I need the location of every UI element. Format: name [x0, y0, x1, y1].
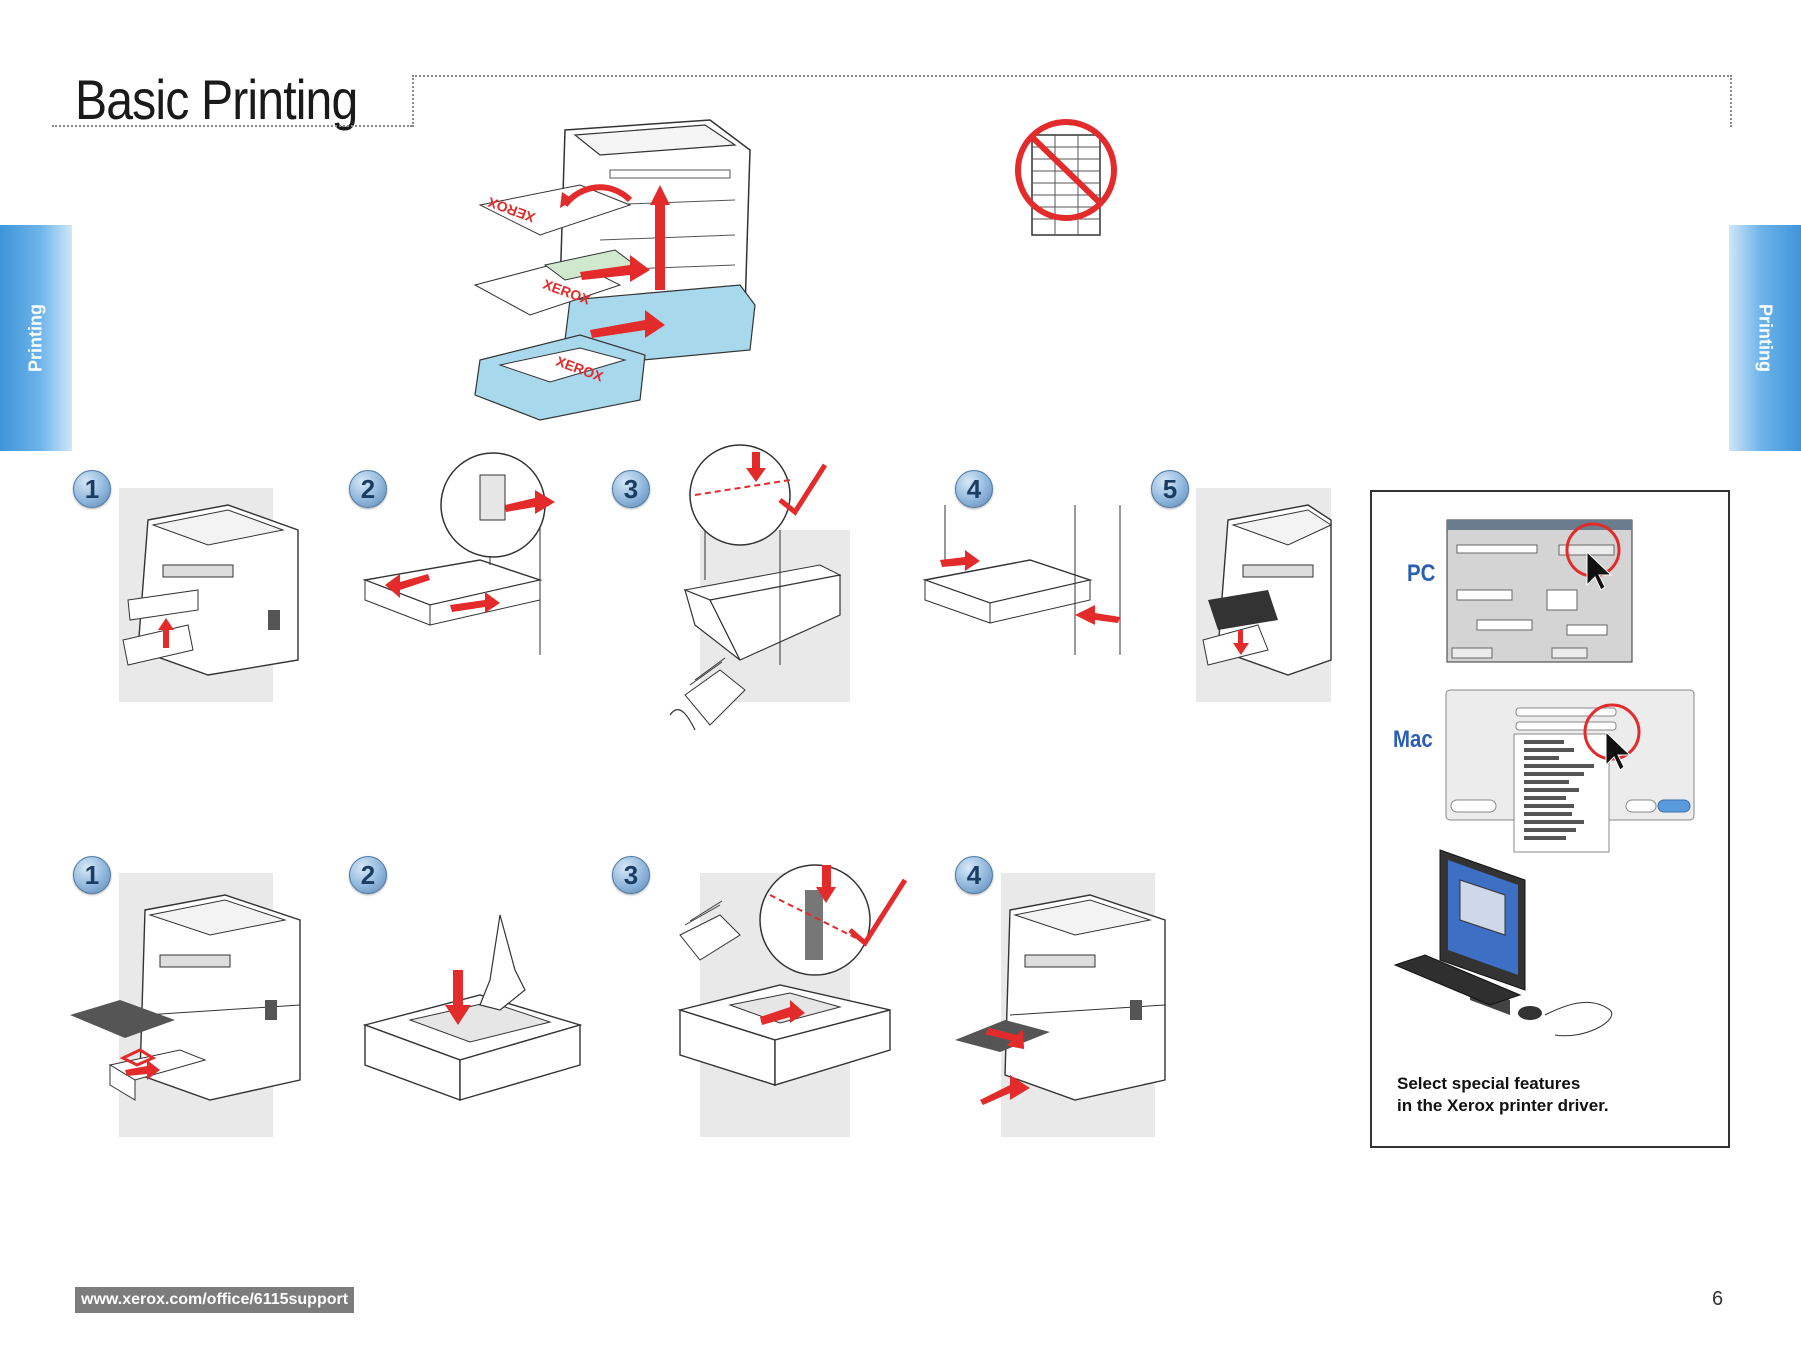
printer-close-bypass-illustration [1202, 504, 1333, 676]
step-badge: 3 [612, 856, 650, 894]
pc-driver-dialog-illustration [1446, 519, 1633, 663]
mac-driver-dialog-illustration [1445, 689, 1695, 853]
step-badge: 2 [349, 856, 387, 894]
side-tab-label: Printing [25, 304, 46, 372]
step-badge: 2 [349, 470, 387, 508]
page-title: Basic Printing [75, 68, 358, 131]
printer-open-bypass-illustration [122, 504, 299, 676]
step-badge: 4 [955, 856, 993, 894]
step-badge: 5 [1151, 470, 1189, 508]
title-underline-divider [52, 125, 412, 127]
step-badge: 1 [73, 856, 111, 894]
press-tray-plate-illustration [362, 914, 583, 1102]
load-paper-bypass-illustration [669, 444, 842, 731]
driver-caption-line: Select special features [1397, 1074, 1581, 1093]
driver-caption: Select special features in the Xerox pri… [1397, 1073, 1609, 1117]
step-badge: 1 [73, 470, 111, 508]
side-tab-right: Printing [1729, 225, 1801, 451]
computer-workstation-illustration [1393, 849, 1613, 1037]
pc-label: PC [1407, 560, 1436, 587]
no-label-sheets-icon [1015, 119, 1117, 236]
adjust-paper-guides-illustration [362, 452, 555, 655]
driver-caption-line: in the Xerox printer driver. [1397, 1096, 1609, 1115]
side-tab-left: Printing [0, 225, 72, 451]
support-url-link[interactable]: www.xerox.com/office/6115support [75, 1287, 355, 1313]
printer-insert-tray-illustration [955, 894, 1166, 1105]
side-tab-label: Printing [1755, 304, 1776, 372]
slide-guides-illustration [922, 505, 1121, 655]
header-dotted-rule [412, 75, 1732, 127]
printer-remove-tray-illustration [70, 894, 301, 1101]
page-number: 6 [1712, 1288, 1724, 1310]
step-badge: 3 [612, 470, 650, 508]
printer-overview-illustration: XEROX XEROX XEROX [473, 119, 756, 421]
load-paper-tray-illustration [677, 864, 908, 1086]
step-badge: 4 [955, 470, 993, 508]
mac-label: Mac [1393, 726, 1433, 753]
